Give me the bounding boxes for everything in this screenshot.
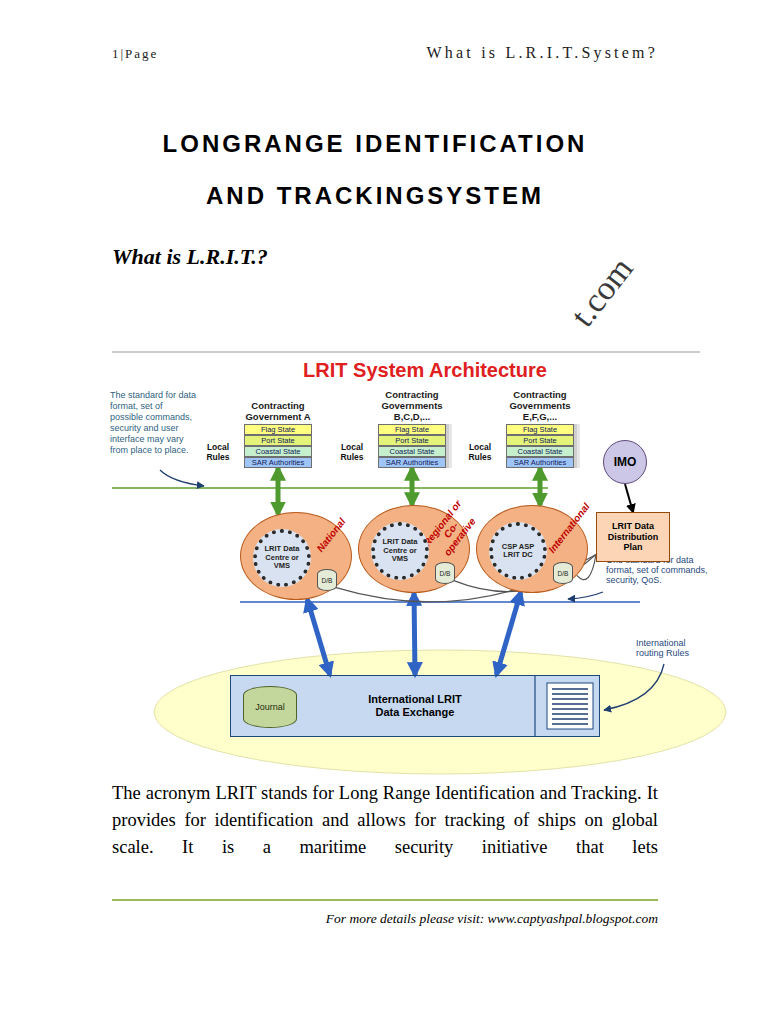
authority-name: Flag State	[261, 425, 295, 434]
data-flow-arrow	[410, 468, 415, 505]
authority-name: Flag State	[523, 425, 557, 434]
authority-bar: SAR Authorities	[378, 457, 446, 468]
data-flow-arrow	[307, 599, 330, 675]
journal-label: Journal	[255, 702, 285, 712]
data-flow-arrow	[538, 468, 543, 505]
watermark: t.com	[563, 250, 640, 334]
exchange-name: International LRIT Data Exchange	[359, 693, 471, 719]
exchange-box: International LRIT Data Exchange Journal	[230, 675, 600, 737]
data-flow-arrow	[496, 592, 520, 675]
database-label: D/B	[440, 570, 451, 577]
authority-name: SAR Authorities	[514, 458, 567, 467]
authority-name: Coastal State	[255, 447, 300, 456]
page-number: 1|Page	[112, 46, 158, 62]
callout-note: The standard for data format, set of pos…	[110, 390, 198, 456]
data-flow-arrow	[625, 484, 633, 512]
imo-label: IMO	[614, 455, 637, 469]
footer-note: For more details please visit: www.capty…	[250, 911, 658, 927]
data-centre-region: Regional or Co-operativeLRIT Data Centre…	[358, 505, 470, 593]
authority-name: Port State	[395, 436, 428, 445]
authority-bar: SAR Authorities	[244, 457, 312, 468]
database-cylinder: D/B	[553, 562, 573, 584]
callout-arrow	[568, 592, 603, 599]
authority-name: SAR Authorities	[386, 458, 439, 467]
authority-name: Coastal State	[389, 447, 434, 456]
authority-bar: Coastal State	[244, 446, 312, 457]
data-centre-circle: LRIT Data Centre or VMS	[371, 522, 429, 580]
government-heading: Contracting Government A	[236, 386, 320, 422]
database-label: D/B	[322, 577, 333, 584]
government-heading: Contracting Governments B,C,D,...	[370, 386, 454, 422]
local-rules-label: Local Rules	[202, 442, 234, 462]
exchange-divider	[534, 675, 535, 737]
authority-bar: Flag State	[378, 424, 446, 435]
plan-box: LRIT Data Distribution Plan	[596, 512, 670, 562]
list-icon	[547, 683, 593, 729]
diagram-title: LRIT System Architecture	[300, 359, 550, 382]
running-header: What is L.R.I.T.System?	[360, 44, 658, 62]
authority-name: Port State	[261, 436, 294, 445]
centre-name: LRIT Data Centre or VMS	[262, 545, 302, 571]
authority-bar: Flag State	[244, 424, 312, 435]
data-centre-circle: LRIT Data Centre or VMS	[253, 529, 311, 587]
centre-name: CSP ASP LRIT DC	[498, 543, 538, 560]
centre-name: LRIT Data Centre or VMS	[380, 538, 420, 564]
authority-bar: Port State	[378, 435, 446, 446]
journal-cylinder: Journal	[243, 686, 297, 728]
diagram-frame-line	[112, 351, 700, 352]
region-label: Regional or Co-operative	[420, 497, 482, 563]
authority-bar: Flag State	[506, 424, 574, 435]
government-stack: Contracting Government A Flag StatePort S…	[236, 386, 320, 468]
callout-note: International routing Rules	[636, 638, 708, 658]
local-rules-label: Local Rules	[336, 442, 368, 462]
government-stack: Contracting Governments E,F,G,... Flag St…	[498, 386, 582, 468]
authority-bar: Port State	[244, 435, 312, 446]
authority-name: SAR Authorities	[252, 458, 305, 467]
divider-line	[112, 487, 548, 489]
authority-bar: Port State	[506, 435, 574, 446]
callout-arrow	[604, 664, 664, 710]
database-cylinder: D/B	[435, 562, 455, 584]
government-stack: Contracting Governments B,C,D,... Flag St…	[370, 386, 454, 468]
footer-rule	[112, 899, 658, 901]
authority-name: Port State	[523, 436, 556, 445]
data-centre-circle: CSP ASP LRIT DC	[489, 522, 547, 580]
region-label: International	[543, 497, 595, 559]
imo-circle: IMO	[603, 440, 647, 484]
data-flow-arrow	[414, 593, 415, 675]
authority-bar: Coastal State	[378, 446, 446, 457]
data-centre-region: InternationalCSP ASP LRIT DCD/B	[476, 505, 588, 593]
page-title: LONGRANGE IDENTIFICATION AND TRACKINGSYS…	[140, 118, 610, 222]
authority-name: Flag State	[395, 425, 429, 434]
network-cloud	[154, 650, 726, 774]
data-flow-arrow	[276, 468, 281, 514]
section-heading: What is L.R.I.T.?	[112, 244, 268, 270]
database-cylinder: D/B	[317, 569, 337, 591]
government-heading: Contracting Governments E,F,G,...	[498, 386, 582, 422]
local-rules-label: Local Rules	[464, 442, 496, 462]
data-centre-region: NationalLRIT Data Centre or VMSD/B	[240, 512, 352, 600]
plan-name: LRIT Data Distribution Plan	[600, 521, 666, 553]
exchange-fill	[230, 675, 600, 737]
callout-arrow	[160, 470, 204, 486]
authority-bar: SAR Authorities	[506, 457, 574, 468]
database-label: D/B	[558, 570, 569, 577]
region-label: National	[305, 504, 357, 566]
authority-bar: Coastal State	[506, 446, 574, 457]
body-paragraph: The acronym LRIT stands for Long Range I…	[112, 780, 658, 861]
authority-name: Coastal State	[517, 447, 562, 456]
